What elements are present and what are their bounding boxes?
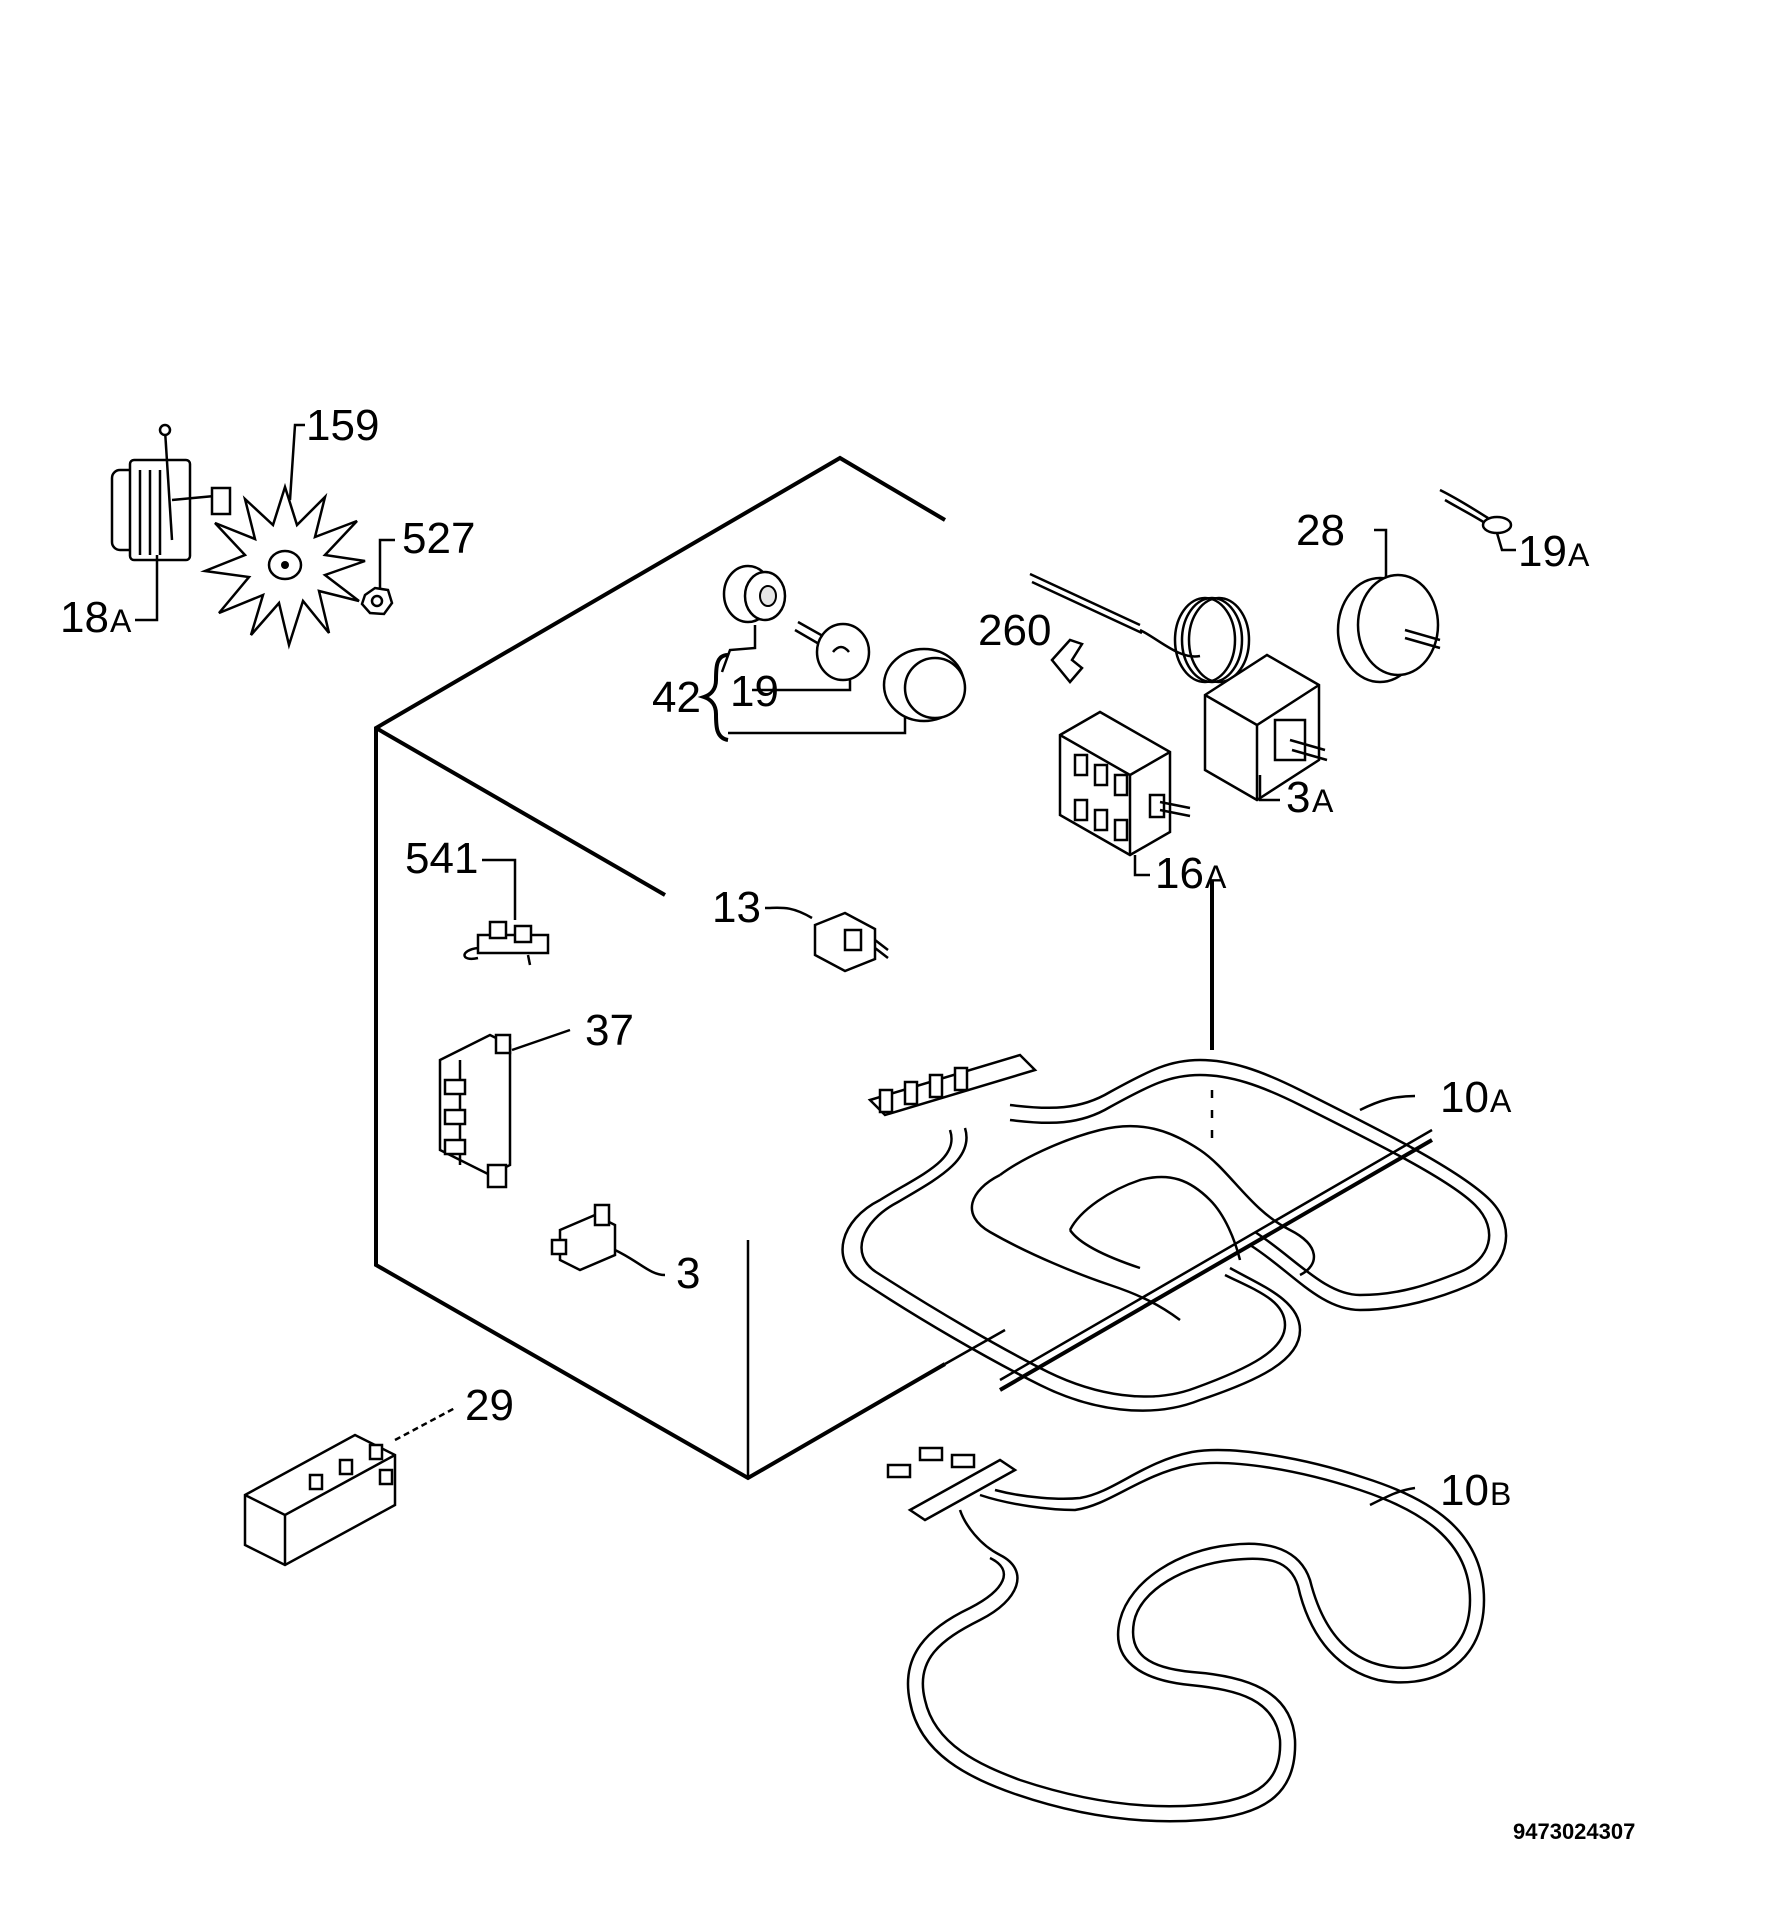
indicator-lamp-part[interactable] [1439,488,1513,535]
label-13: 13 [712,883,761,932]
label-16a: 16 [1155,849,1204,898]
push-switch-part[interactable] [813,911,889,973]
label-18a: 18 [60,593,109,642]
label-19: 19 [730,667,779,716]
door-switch-part[interactable] [550,1203,617,1272]
label-18a-suffix: A [110,603,132,639]
clip-part[interactable] [1050,638,1084,684]
fan-blade-part[interactable] [200,482,366,650]
label-159: 159 [306,401,379,450]
label-29: 29 [465,1381,514,1430]
lamp-bulb-part[interactable] [794,620,871,682]
thermostat-part[interactable] [1029,572,1328,802]
heating-element-top-part[interactable] [841,1053,1508,1412]
diagram-code: 9473024307 [1513,1819,1635,1844]
ignition-module-part[interactable] [243,1433,397,1567]
label-42: 42 [652,673,701,722]
lamp-cover-part[interactable] [882,647,967,723]
label-16a-suffix: A [1205,859,1227,895]
label-19a-suffix: A [1568,537,1590,573]
terminal-block-part[interactable] [438,1033,512,1189]
timer-part[interactable] [1336,573,1441,684]
label-3a: 3 [1286,773,1310,822]
oven-cavity-outline [374,455,1214,1481]
label-28: 28 [1296,506,1345,555]
label-10a-suffix: A [1490,1083,1512,1119]
label-10a: 10 [1440,1073,1489,1122]
label-3a-suffix: A [1312,783,1334,819]
label-260: 260 [978,606,1051,655]
label-37: 37 [585,1006,634,1055]
fan-motor-part[interactable] [110,423,232,562]
label-527: 527 [402,514,475,563]
lamp-holder-part[interactable] [722,564,787,624]
label-541: 541 [405,834,478,883]
terminal-connector-part[interactable] [463,920,550,966]
heating-element-bottom-part[interactable] [886,1446,1486,1823]
label-10b-suffix: B [1490,1476,1511,1512]
label-10b: 10 [1440,1466,1489,1515]
label-19a: 19 [1518,527,1567,576]
selector-switch-part[interactable] [1058,710,1191,857]
label-3: 3 [676,1249,700,1298]
fan-nut-part[interactable] [360,586,394,616]
